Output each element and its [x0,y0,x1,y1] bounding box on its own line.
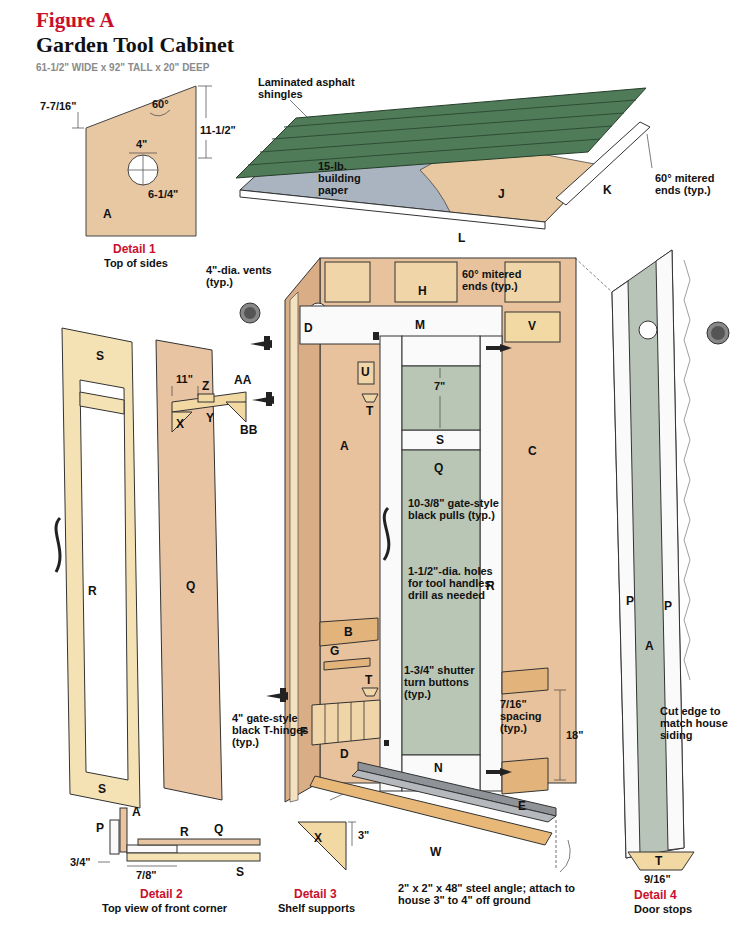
callout-note: 1-3/4" shutter turn buttons (typ.) [404,664,484,700]
subtitle: Garden Tool Cabinet [36,32,234,58]
callout-note: Cut edge to match house siding [660,705,735,741]
part-letter: V [528,320,536,333]
part-letter: S [98,783,106,796]
dimension: 9/16" [644,873,671,885]
detail-2-drawing [98,808,260,866]
part-letter: N [434,762,443,775]
detail-caption: Door stops [634,903,692,915]
dimension: 3/4" [70,856,91,868]
left-door-drawing [56,328,140,808]
part-letter: A [103,208,112,221]
part-letter: S [96,350,104,363]
part-letter: S [436,434,444,447]
part-letter: S [236,866,244,879]
detail-1-drawing [72,86,212,236]
part-letter: T [655,855,662,868]
part-letter: C [528,445,537,458]
part-letter: K [603,184,612,197]
part-letter: W [430,846,441,859]
part-letter: Y [206,412,214,425]
part-letter: P [664,600,672,613]
callout-note: 60° mitered ends (typ.) [655,172,740,196]
callout-note: 4" gate-style black T-hinges (typ.) [232,712,312,748]
part-letter: X [176,418,184,431]
part-letter: L [458,232,465,245]
part-letter: P [626,595,634,608]
dimension: 4" [136,138,147,150]
part-letter: E [518,800,526,813]
cabinet-body-drawing [285,258,576,802]
part-letter: AA [234,374,251,387]
part-letter: BB [240,424,257,437]
overall-dimensions: 61-1/2" WIDE x 92" TALL x 20" DEEP [36,62,209,74]
part-letter: M [415,319,425,332]
detail-4-drawing [628,852,694,870]
part-letter: T [365,674,372,687]
detail-title: Detail 2 [140,888,183,901]
part-letter: A [645,640,654,653]
dimension: 11" [176,373,193,385]
callout-note: 7/16" spacing (typ.) [500,698,560,734]
base-drawing [310,762,570,872]
callout-note: 60° mitered ends (typ.) [462,268,532,292]
angle: 60° [152,98,169,110]
part-letter: D [340,748,349,761]
callout-note: Laminated asphalt shingles [258,76,368,100]
part-letter: J [498,188,505,201]
detail-title: Detail 4 [634,889,677,902]
dimension: 11-1/2" [200,124,236,136]
part-letter: R [88,585,97,598]
part-letter: R [180,826,189,839]
detail-title: Detail 1 [113,243,156,256]
callout-note: 10-3/8" gate-style black pulls (typ.) [408,497,500,521]
part-letter: X [314,832,322,845]
part-letter: T [366,405,373,418]
dimension: 7" [434,380,445,392]
part-letter: P [96,822,104,835]
part-letter: A [132,806,141,819]
right-side-drawing [575,250,690,858]
part-letter: B [344,626,353,639]
part-letter: R [486,580,495,593]
dimension: 6-1/4" [148,188,178,200]
detail-caption: Top of sides [104,257,168,269]
figure-title: Figure A [36,8,114,32]
part-letter: Z [202,380,209,393]
detail-caption: Shelf supports [278,902,355,914]
dimension: 3" [358,829,369,841]
part-letter: A [340,440,349,453]
part-letter: Q [434,462,443,475]
detail-title: Detail 3 [294,888,337,901]
part-letter: H [418,285,427,298]
callout-note: 15-lb. building paper [318,160,390,196]
part-letter: D [304,322,313,335]
part-letter: Q [214,823,223,836]
callout-note: 4"-dia. vents (typ.) [206,264,291,288]
callout-note: 2" x 2" x 48" steel angle; attach to hou… [398,882,578,906]
detail-caption: Top view of front corner [102,902,227,914]
part-letter: G [330,645,339,658]
dimension: 7-7/16" [40,100,76,112]
part-letter: Q [186,580,195,593]
dimension: 7/8" [136,869,157,881]
detail-3-drawing [298,822,356,870]
part-letter: U [361,366,370,379]
roof-drawing [236,88,652,229]
dimension: 18" [566,729,583,741]
